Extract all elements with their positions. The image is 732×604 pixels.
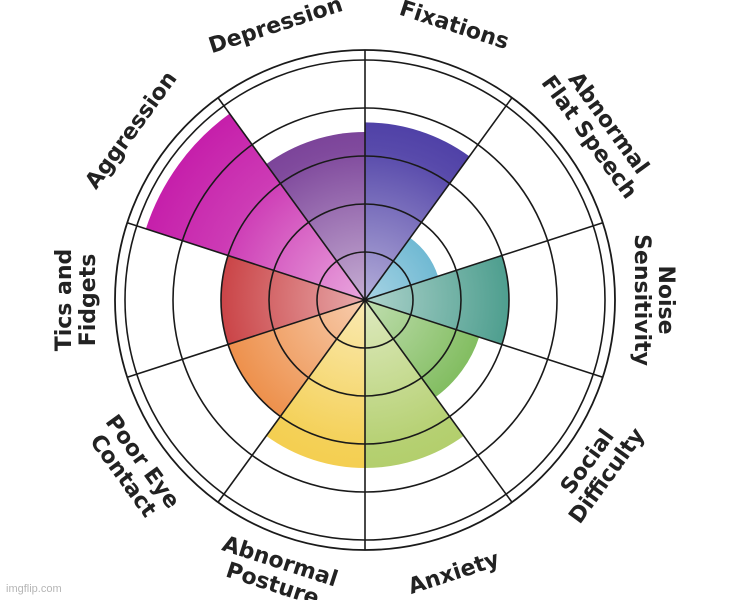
label-depression: Depression bbox=[206, 0, 346, 59]
spoke-7 bbox=[126, 299, 366, 379]
label-line: Anxiety bbox=[405, 547, 502, 600]
spoke-2 bbox=[364, 221, 604, 301]
label-tics-and-fidgets: Tics andFidgets bbox=[52, 249, 101, 352]
label-abnormal-posture: AbnormalPosture bbox=[212, 532, 341, 600]
bar-noise-sensitivity bbox=[365, 255, 509, 345]
bars-layer bbox=[145, 113, 509, 468]
label-poor-eye-contact: Poor EyeContact bbox=[81, 410, 185, 527]
bar-fixations bbox=[365, 122, 470, 301]
spoke-8 bbox=[126, 221, 366, 301]
label-aggression: Aggression bbox=[81, 67, 183, 194]
label-abnormal-flat-speech: AbnormalFlat Speech bbox=[536, 57, 661, 204]
spoke-1 bbox=[364, 97, 513, 301]
label-noise-sensitivity: NoiseSensitivity bbox=[629, 234, 678, 366]
label-anxiety: Anxiety bbox=[405, 547, 502, 600]
label-line: Tics and bbox=[52, 249, 77, 352]
bar-poor-eye-contact bbox=[228, 300, 365, 417]
label-line: Sensitivity bbox=[629, 234, 654, 366]
label-line: Fidgets bbox=[76, 254, 101, 347]
label-line: Depression bbox=[206, 0, 346, 59]
watermark-text: imgflip.com bbox=[6, 583, 62, 595]
label-line: Fixations bbox=[396, 0, 512, 55]
spoke-6 bbox=[217, 299, 366, 503]
spoke-4 bbox=[364, 299, 513, 503]
bar-tics-and-fidgets bbox=[221, 255, 365, 345]
label-social-difficulty: SocialDifficulty bbox=[545, 410, 650, 529]
bar-social-difficulty bbox=[365, 300, 480, 398]
spoke-9 bbox=[217, 97, 366, 301]
label-line: Aggression bbox=[81, 67, 183, 194]
grid-layer bbox=[114, 49, 616, 551]
spoke-3 bbox=[364, 299, 604, 379]
label-line: Noise bbox=[653, 265, 678, 334]
label-fixations: Fixations bbox=[396, 0, 512, 55]
